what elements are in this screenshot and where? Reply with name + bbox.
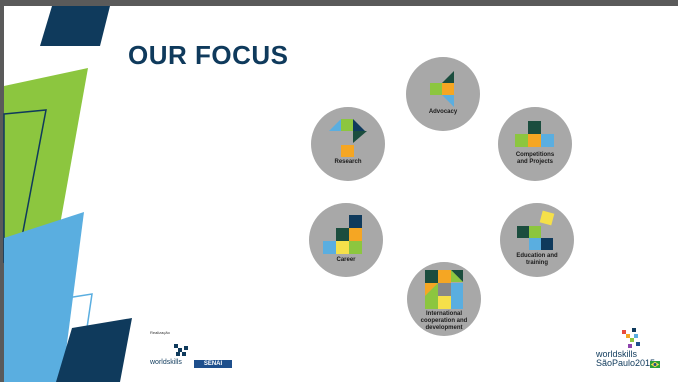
international-cooperation-icon	[425, 270, 463, 309]
education-training-icon	[517, 210, 555, 250]
focus-international-cooperation[interactable]: International cooperation and developmen…	[407, 262, 481, 336]
focus-advocacy[interactable]: Advocacy	[406, 57, 480, 131]
realization-label: Realização	[150, 330, 170, 335]
career-icon	[323, 215, 362, 254]
window-left-border	[0, 0, 4, 382]
focus-label: International cooperation and developmen…	[420, 311, 468, 331]
decorative-shapes	[3, 6, 132, 382]
competitions-projects-icon	[515, 121, 554, 147]
worldskills-wordmark: worldskills	[150, 359, 182, 366]
worldskills-saopaulo-wordmark: worldskills SãoPaulo2015	[596, 350, 655, 368]
focus-career[interactable]: Career	[309, 203, 383, 277]
saopaulo2015-wordmark-line: SãoPaulo2015	[596, 358, 656, 368]
focus-research[interactable]: Research	[311, 107, 385, 181]
focus-competitions-projects[interactable]: Competitions and Projects	[498, 107, 572, 181]
senai-logo: SENAI	[194, 360, 232, 368]
focus-label: Advocacy	[428, 109, 458, 115]
page-title: OUR FOCUS	[128, 40, 289, 70]
footer-partner-logos: Realização worldskills SENAI	[150, 330, 240, 370]
brazil-flag-icon	[650, 361, 660, 368]
focus-label: Research	[334, 159, 362, 165]
advocacy-icon	[430, 71, 454, 107]
window-top-border	[0, 0, 678, 6]
worldskills-saopaulo-icon	[622, 328, 640, 348]
research-icon	[329, 119, 367, 157]
worldskills-wordmark-line: worldskills	[596, 349, 638, 359]
focus-label: Competitions and Projects	[515, 152, 555, 165]
focus-label: Career	[336, 257, 356, 263]
worldskills-saopaulo-logo: worldskills SãoPaulo2015	[594, 326, 666, 370]
focus-label: Education and training	[516, 253, 558, 266]
focus-education-training[interactable]: Education and training	[500, 203, 574, 277]
worldskills-logo-icon	[174, 344, 188, 356]
